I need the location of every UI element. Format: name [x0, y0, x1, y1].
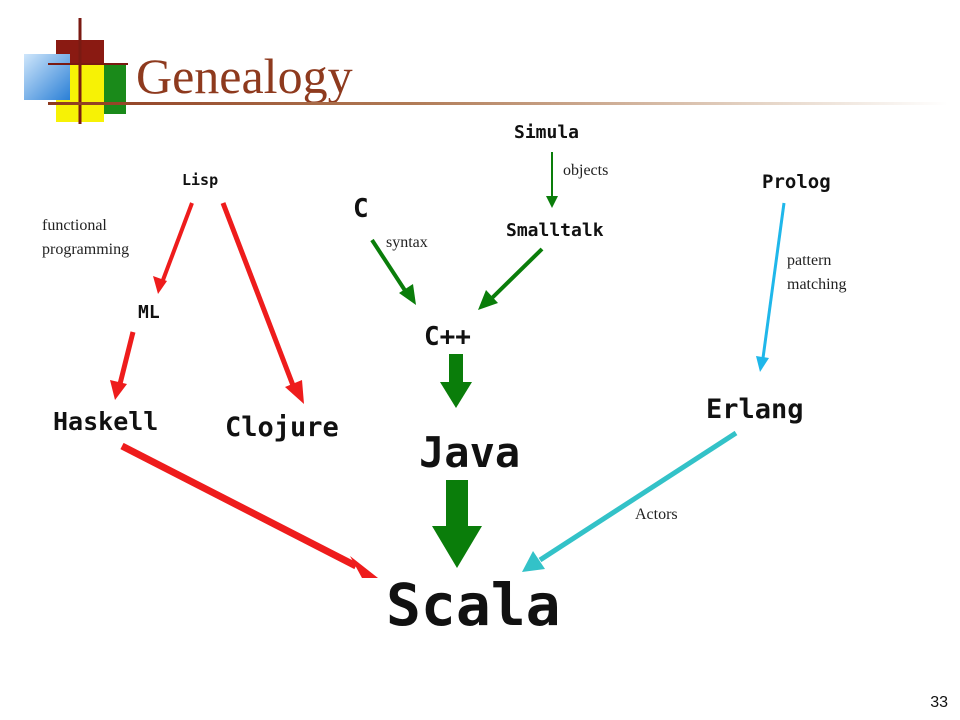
slide-title: Genealogy — [136, 48, 353, 104]
arrow-lisp-ml — [153, 202, 194, 294]
logo-square-blue — [24, 54, 70, 100]
node-cpp: C++ — [424, 322, 471, 352]
arrow-c-cpp — [370, 238, 416, 305]
edge-label-pattern-line2: matching — [787, 276, 847, 293]
page-number: 33 — [930, 694, 948, 711]
node-ml: ML — [138, 302, 160, 323]
node-haskell: Haskell — [53, 407, 159, 436]
title-underline — [48, 102, 948, 105]
node-c: C — [353, 194, 369, 224]
arrow-cpp-java — [440, 354, 472, 408]
node-prolog: Prolog — [762, 171, 831, 193]
arrow-haskell-scala — [120, 442, 378, 578]
node-erlang: Erlang — [706, 394, 804, 425]
node-lisp: Lisp — [182, 171, 219, 189]
arrow-lisp-clojure — [220, 202, 304, 404]
edge-label-pattern-line1: pattern — [787, 252, 832, 269]
node-scala: Scala — [386, 571, 561, 639]
arrow-ml-haskell — [110, 331, 136, 400]
node-java: Java — [419, 428, 521, 477]
arrow-smalltalk-cpp — [478, 247, 544, 310]
edge-label-functional-line1: functional — [42, 217, 107, 234]
node-simula: Simula — [514, 122, 580, 143]
arrow-simula-smalltalk — [546, 152, 558, 208]
arrow-java-scala — [432, 480, 482, 568]
edge-label-syntax: syntax — [386, 234, 428, 251]
arrow-erlang-scala — [522, 430, 738, 572]
edge-label-functional-programming: functional programming — [42, 214, 129, 262]
edge-label-functional-line2: programming — [42, 241, 130, 258]
edge-label-objects: objects — [563, 162, 609, 179]
edge-label-pattern-matching: pattern matching — [787, 249, 847, 297]
logo-square-green — [104, 64, 126, 114]
node-smalltalk: Smalltalk — [506, 220, 604, 241]
arrow-prolog-erlang — [756, 202, 786, 372]
edge-label-actors: Actors — [635, 506, 678, 523]
node-clojure: Clojure — [225, 412, 339, 443]
